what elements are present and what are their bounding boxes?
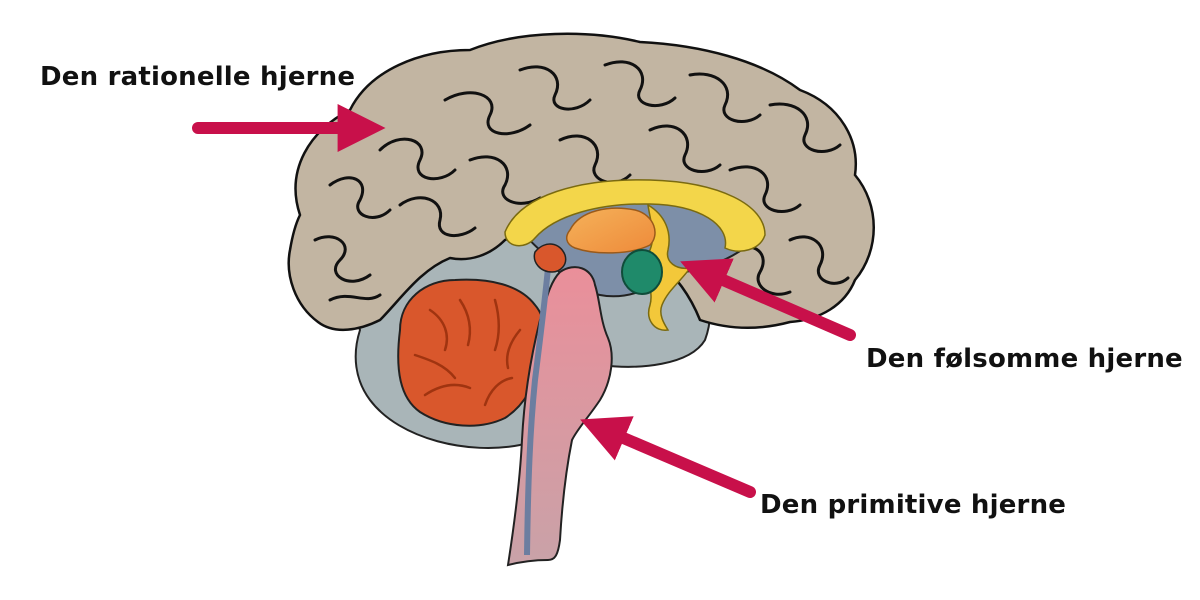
brainstem <box>506 266 613 567</box>
label-emotional-brain: Den følsomme hjerne <box>866 344 1183 374</box>
cerebellum-folds <box>413 298 522 407</box>
label-primitive-brain: Den primitive hjerne <box>760 490 1067 520</box>
arrow-primitive <box>580 416 756 498</box>
central-canal <box>524 267 551 556</box>
hippocampus <box>621 249 663 295</box>
midbrain-tectum <box>533 243 567 273</box>
arrow-emotional <box>680 258 856 341</box>
label-rational-brain: Den rationelle hjerne <box>40 62 356 92</box>
corpus-callosum <box>504 179 766 252</box>
thalamus <box>565 207 656 254</box>
